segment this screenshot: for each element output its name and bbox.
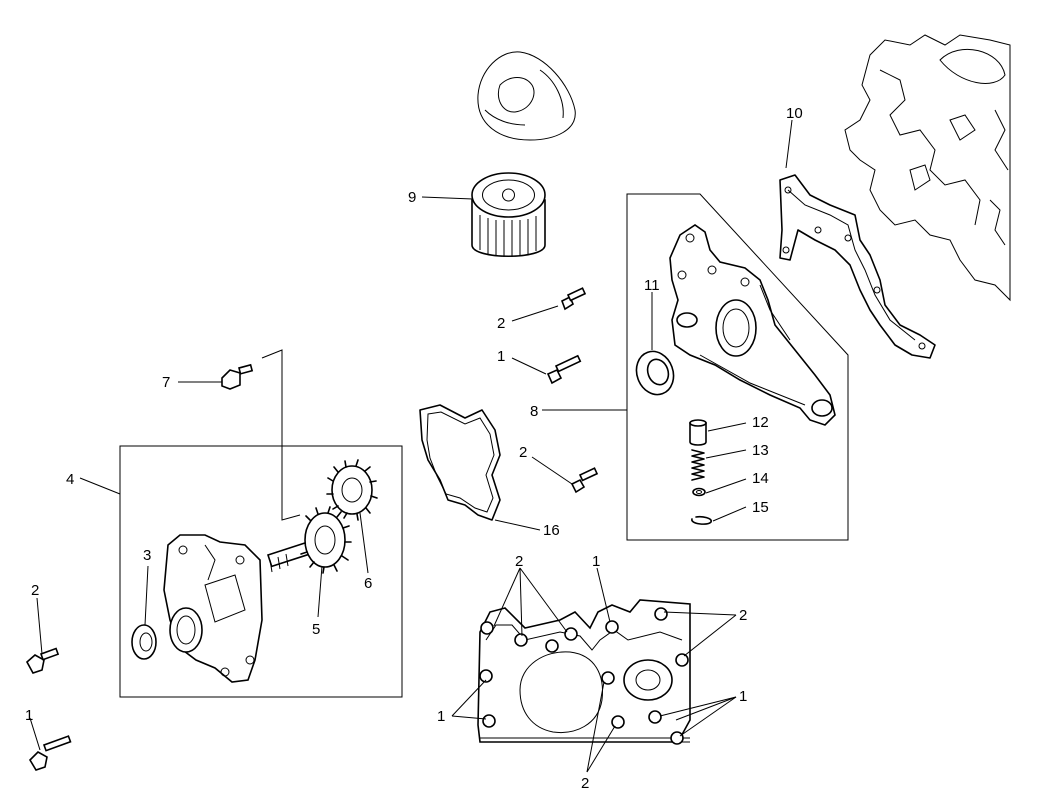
callout-3: 3 bbox=[143, 547, 151, 564]
callout-1-center: 1 bbox=[497, 348, 505, 365]
oil-seal-large bbox=[635, 350, 675, 396]
oil-pump-body bbox=[669, 224, 836, 426]
callout-1-cover-left: 1 bbox=[437, 708, 445, 725]
callout-10: 10 bbox=[786, 105, 803, 122]
callout-12: 12 bbox=[752, 414, 769, 431]
cover-gasket bbox=[779, 174, 936, 359]
bolt-2-lower bbox=[570, 467, 599, 494]
callout-2-cover-bottom: 2 bbox=[581, 775, 589, 792]
callout-2-lower: 2 bbox=[519, 444, 527, 461]
bolt-7 bbox=[221, 363, 254, 390]
drive-gear-shaft bbox=[266, 506, 352, 574]
callout-7: 7 bbox=[162, 374, 170, 391]
callout-9: 9 bbox=[408, 189, 416, 206]
bolt-1-left bbox=[28, 735, 72, 771]
oil-seal-small bbox=[131, 624, 157, 660]
oil-filter-housing-ghost bbox=[477, 51, 576, 141]
relief-spring bbox=[691, 449, 705, 481]
callout-2-cover-right: 2 bbox=[739, 607, 747, 624]
callout-8: 8 bbox=[530, 403, 538, 420]
callout-1-cover-right: 1 bbox=[739, 688, 747, 705]
bolt-7-guide-line bbox=[261, 349, 301, 521]
callout-5: 5 bbox=[312, 621, 320, 638]
callout-6: 6 bbox=[364, 575, 372, 592]
callout-2-upper: 2 bbox=[497, 315, 505, 332]
idler-gear bbox=[326, 459, 378, 521]
timing-cover bbox=[477, 599, 691, 745]
callout-13: 13 bbox=[752, 442, 769, 459]
gear-cover-housing bbox=[163, 534, 263, 683]
callout-labels: 9 10 11 8 2 1 2 12 13 14 15 16 7 4 3 5 6… bbox=[25, 105, 803, 792]
assembly-frame-4 bbox=[119, 445, 403, 698]
snap-ring bbox=[691, 515, 712, 525]
callout-4: 4 bbox=[66, 471, 74, 488]
bolt-2-upper bbox=[560, 287, 587, 311]
callout-1-cover-top: 1 bbox=[592, 553, 600, 570]
assembly-frame-8 bbox=[626, 193, 849, 541]
callout-14: 14 bbox=[752, 470, 769, 487]
bolt-2-left bbox=[25, 647, 60, 674]
leader-lines bbox=[29, 119, 793, 773]
oil-filter bbox=[471, 172, 546, 257]
callout-1-left: 1 bbox=[25, 707, 33, 724]
engine-block-outline bbox=[844, 34, 1011, 302]
washer bbox=[692, 487, 706, 497]
callout-2-left: 2 bbox=[31, 582, 39, 599]
bolt-1-center bbox=[546, 354, 582, 385]
callout-11: 11 bbox=[644, 277, 660, 294]
callout-15: 15 bbox=[752, 499, 769, 516]
relief-plunger bbox=[689, 419, 707, 446]
callout-2-cover-top: 2 bbox=[515, 553, 523, 570]
callout-16: 16 bbox=[543, 522, 560, 539]
pump-gasket bbox=[419, 404, 501, 521]
